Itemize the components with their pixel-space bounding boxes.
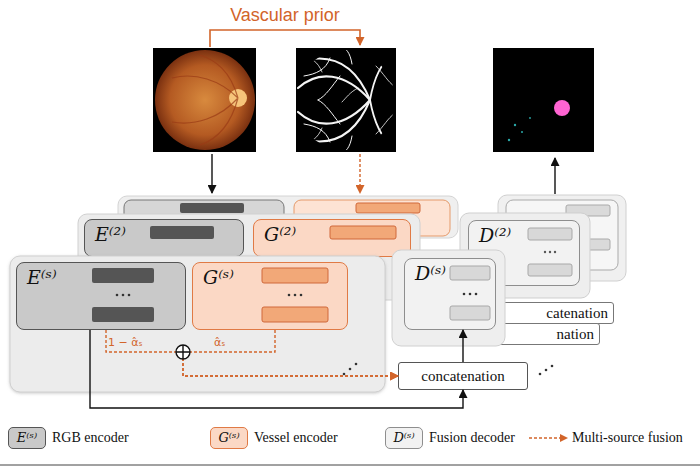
node-text: concatenation [421,369,504,384]
decoder-input-arrow [462,330,463,362]
output-arrow [554,158,555,194]
node-text: nation [557,327,595,342]
legend-text: RGB encoder [52,430,129,447]
block-symbol: E⁽ˢ⁾ [27,268,57,287]
concatenation-box: concatenation [398,362,528,390]
fusion-connector [106,330,398,376]
legend-text: Vessel encoder [254,430,338,447]
prior-bracket [210,30,360,47]
block-symbol: E⁽²⁾ [95,225,126,244]
fusion-connector [183,330,398,376]
sum-symbol [176,345,190,359]
weight-label: α̂ₛ [214,336,225,349]
front-block-bars [0,0,700,420]
legend-text: Fusion decoder [429,430,515,447]
output-image [493,48,594,152]
bottom-rule [0,460,700,468]
prior-title: Vascular prior [190,5,380,27]
weight-label: 1 − α̂ₛ [108,336,143,349]
image-row [0,0,700,200]
legend-line-sample [528,432,570,444]
prior-arrow [359,154,360,193]
block-symbol: G⁽ˢ⁾ [203,268,234,287]
legend-symbol: G⁽ˢ⁾ [211,430,247,446]
block-symbol: D⁽²⁾ [479,226,511,245]
fundus-image [153,48,256,152]
legend-text: Multi-source fusion [572,430,683,447]
middle-block-bars [0,0,700,300]
legend-symbol: E⁽ˢ⁾ [9,430,45,446]
input-arrow [211,154,212,193]
legend-symbol: D⁽ˢ⁾ [386,430,422,446]
node-text: catenation [546,306,608,321]
vessel-image [296,46,396,154]
block-symbol: D⁽ˢ⁾ [415,264,446,283]
block-symbol: G⁽²⁾ [264,225,296,244]
